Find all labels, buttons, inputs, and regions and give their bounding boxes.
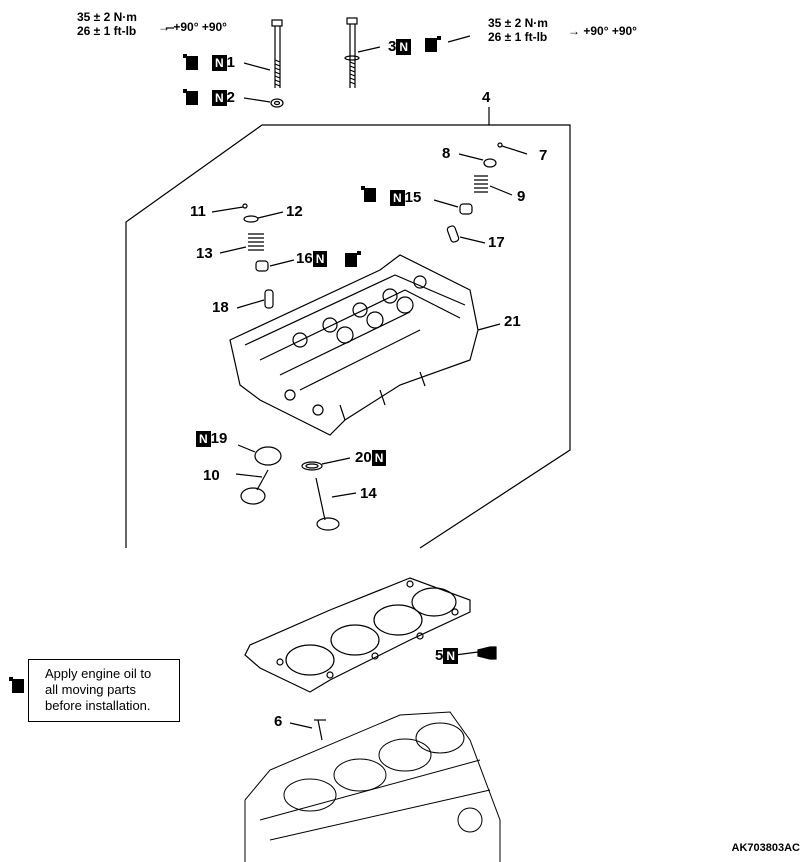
figure-code: AK703803AC <box>731 842 800 854</box>
valve-seal-19 <box>237 444 282 466</box>
new-part-icon: N <box>390 190 405 207</box>
washer <box>270 98 284 108</box>
torque-spec-right-nm: 35 ± 2 N·m <box>488 16 548 30</box>
head-gasket-5 <box>244 577 479 693</box>
torque-spec-left-nm: 35 ± 2 N·m <box>77 10 137 24</box>
part-label-12: 12 <box>286 203 303 220</box>
valve-guide-18 <box>236 289 274 309</box>
torque-spec-right-ftlb: 26 ± 1 ft-lb <box>488 30 548 44</box>
new-part-icon: N <box>443 648 459 665</box>
torque-spec-left-ftlb: 26 ± 1 ft-lb <box>77 24 137 38</box>
torque-spec-left-angle: → +90° +90° <box>158 20 227 34</box>
valve-guide-17 <box>446 225 486 244</box>
spring-retainer-12 <box>243 211 284 223</box>
part-label-18: 18 <box>212 299 229 316</box>
new-part-icon: N <box>212 55 227 72</box>
valve-key-11 <box>211 203 248 213</box>
part-label-8: 8 <box>442 145 451 162</box>
dowel-pin-6 <box>289 719 326 741</box>
part-label-6: 6 <box>274 713 283 730</box>
part-label-10: 10 <box>203 467 220 484</box>
valve-stem-seal-16 <box>255 259 295 272</box>
part-label-14: 14 <box>360 485 377 502</box>
part-label-4: 4 <box>482 89 491 106</box>
head-bolt-right <box>344 17 360 88</box>
valve-spring-13 <box>219 233 264 254</box>
part-label-9: 9 <box>517 188 526 205</box>
new-part-icon: N <box>371 450 387 467</box>
new-part-icon: N <box>212 90 227 107</box>
cylinder-block <box>244 711 501 862</box>
part-label-7: 7 <box>539 147 548 164</box>
new-part-icon: N <box>312 251 328 268</box>
new-part-icon: N <box>396 39 412 56</box>
valve-spring-9 <box>474 175 513 196</box>
cylinder-head-21 <box>229 254 501 436</box>
new-part-icon: N <box>196 431 211 448</box>
callout-text: Apply engine oil to all moving parts bef… <box>45 666 152 713</box>
spring-retainer-8 <box>458 153 497 168</box>
valve-10 <box>235 469 269 505</box>
torque-spec-right-angle: → +90° +90° <box>568 24 637 38</box>
part-label-13: 13 <box>196 245 213 262</box>
engine-oil-callout: Apply engine oil to all moving parts bef… <box>28 659 180 722</box>
part-label-17: 17 <box>488 234 505 251</box>
valve-key-7 <box>497 142 528 155</box>
valve-14 <box>315 477 357 531</box>
valve-stem-seal-15 <box>433 199 473 215</box>
seal-20 <box>301 457 351 471</box>
part-label-21: 21 <box>504 313 521 330</box>
oil-can-icons <box>9 36 441 693</box>
head-bolt-left <box>271 19 283 88</box>
part-label-11: 11 <box>190 203 206 220</box>
sealant-tube-icon <box>477 646 497 660</box>
